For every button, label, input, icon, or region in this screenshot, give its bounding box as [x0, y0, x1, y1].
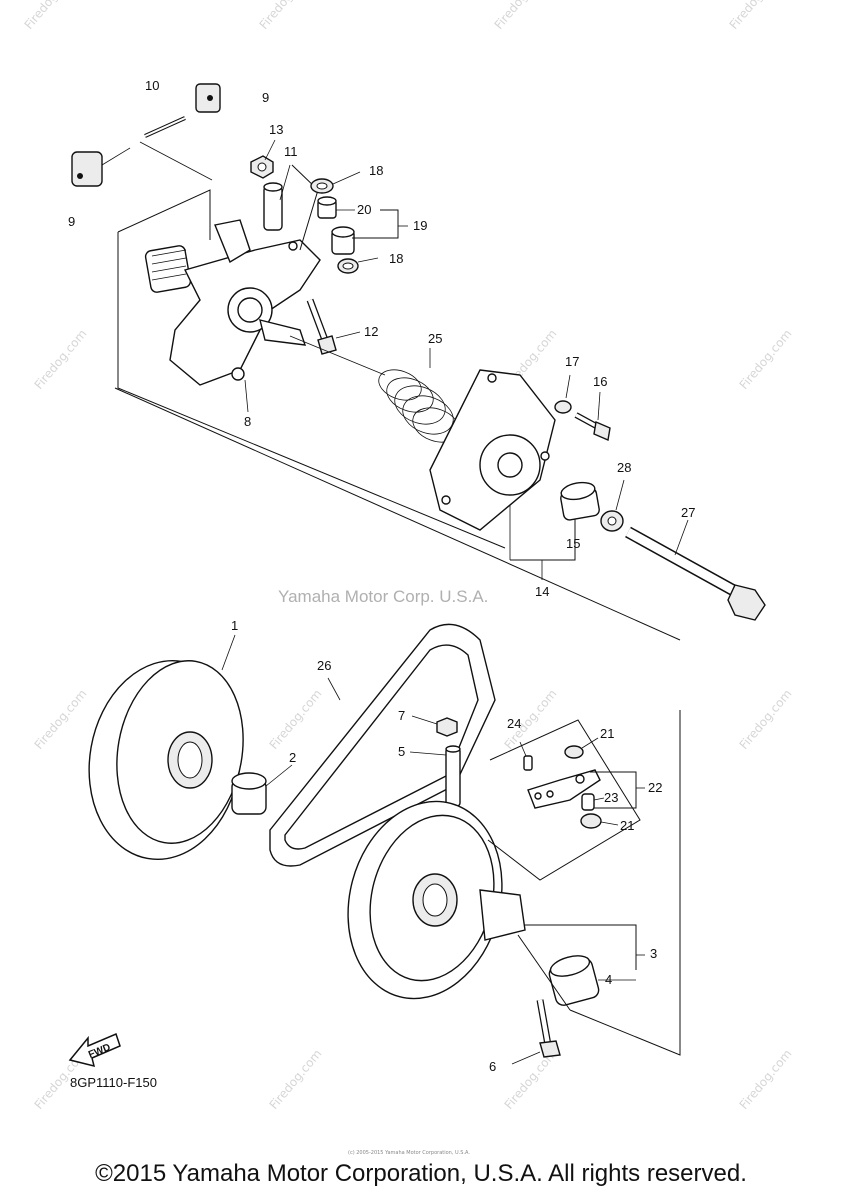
watermark: Firedog.com [267, 687, 325, 752]
watermark: Firedog.com [727, 0, 785, 32]
callout-labels: 1 2 3 4 5 6 7 8 9 9 10 11 12 13 14 15 16… [68, 78, 695, 1074]
small-copyright: (c) 2005-2015 Yamaha Motor Corporation, … [348, 1150, 470, 1156]
part-22-roller-arm [527, 769, 601, 809]
part-3-moving-sheave [347, 800, 526, 1000]
part-26-belt [269, 623, 496, 867]
watermark: Firedog.com [32, 687, 90, 752]
callout-8: 8 [244, 414, 251, 429]
watermark: Firedog.com [737, 687, 795, 752]
copyright-notice: ©2015 Yamaha Motor Corporation, U.S.A. A… [95, 1160, 747, 1187]
upper-assembly-frame [117, 232, 506, 549]
watermark: Firedog.com [22, 0, 80, 32]
callout-10: 10 [145, 78, 159, 93]
part-28-washer [600, 510, 624, 532]
part-24-pin [523, 755, 533, 771]
figure-code: 8GP1110-F150 [70, 1075, 157, 1090]
part-9-block-top [195, 83, 221, 113]
part-21-washer-bottom [580, 813, 602, 829]
center-watermark: Yamaha Motor Corp. U.S.A. [278, 587, 488, 606]
callout-25: 25 [428, 331, 442, 346]
callout-21-top: 21 [600, 726, 614, 741]
part-15-bushing [560, 481, 600, 521]
part-18-washer-bottom [337, 258, 359, 274]
callout-19: 19 [413, 218, 427, 233]
part-27-long-bolt [625, 526, 766, 621]
callout-2: 2 [289, 750, 296, 765]
part-23-roller [581, 793, 595, 811]
part-11-collar [263, 182, 283, 231]
watermark: Firedog.com [492, 0, 550, 32]
watermark: Firedog.com [737, 327, 795, 392]
part-16-bolt [574, 412, 611, 441]
callout-12: 12 [364, 324, 378, 339]
callout-6: 6 [489, 1059, 496, 1074]
watermark: Firedog.com [32, 327, 90, 392]
part-1-fixed-sheave [88, 659, 244, 861]
part-18-washer-top [310, 178, 334, 194]
part-21-washer-top [564, 745, 584, 759]
part-5-collar [445, 745, 461, 807]
callout-3: 3 [650, 946, 657, 961]
part-14-cam-cover [429, 369, 556, 531]
callout-18-bottom: 18 [389, 251, 403, 266]
part-17-washer [554, 400, 572, 414]
callout-23: 23 [604, 790, 618, 805]
fwd-arrow-icon: FWD [68, 1032, 121, 1068]
part-6-bolt [536, 999, 561, 1058]
callout-24: 24 [507, 716, 521, 731]
callout-27: 27 [681, 505, 695, 520]
watermark: Firedog.com [257, 0, 315, 32]
callout-5: 5 [398, 744, 405, 759]
callout-14: 14 [535, 584, 549, 599]
callout-4: 4 [605, 972, 612, 987]
callout-9-top: 9 [262, 90, 269, 105]
part-20-bushing [317, 196, 337, 219]
part-7-nut [436, 717, 458, 737]
part-25-spring [378, 369, 460, 443]
callout-21-bottom: 21 [620, 818, 634, 833]
watermark: Firedog.com [267, 1047, 325, 1112]
callout-20: 20 [357, 202, 371, 217]
part-2-bushing [231, 772, 267, 815]
callout-7: 7 [398, 708, 405, 723]
callout-18-top: 18 [369, 163, 383, 178]
part-19-bushing-assy [331, 226, 355, 255]
part-4-bushing [548, 955, 600, 1006]
part-10-pin [144, 116, 186, 138]
callout-22: 22 [648, 780, 662, 795]
callout-15: 15 [566, 536, 580, 551]
callout-11: 11 [284, 144, 298, 159]
part-8-spider-hub [144, 219, 321, 386]
watermark: Firedog.com [737, 1047, 795, 1112]
part-9-block-left [71, 151, 103, 187]
part-13-nut [250, 155, 274, 179]
callout-16: 16 [593, 374, 607, 389]
callout-26: 26 [317, 658, 331, 673]
callout-28: 28 [617, 460, 631, 475]
callout-13: 13 [269, 122, 283, 137]
callout-9-left: 9 [68, 214, 75, 229]
callout-1: 1 [231, 618, 238, 633]
upper-assembly-frame [117, 189, 211, 240]
callout-17: 17 [565, 354, 579, 369]
